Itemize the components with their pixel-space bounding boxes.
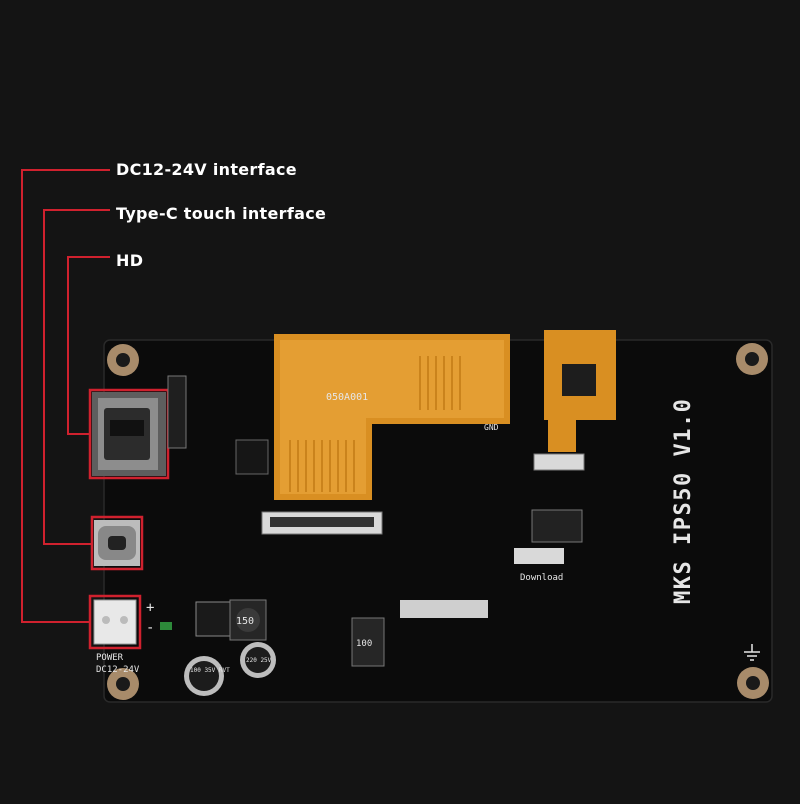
- touch-fpc-connector: [533, 453, 585, 471]
- inductor-2-label: 100: [356, 639, 372, 649]
- inductor: [351, 617, 385, 667]
- ic-chip: [235, 439, 269, 475]
- dc-interface-label: DC12-24V interface: [116, 160, 297, 179]
- hd-callout-line: [67, 256, 110, 435]
- typec-callout-line: [43, 209, 110, 545]
- board-model-label: MKS IPS50 V1.0: [671, 398, 696, 604]
- power-led: [160, 622, 172, 630]
- touch-controller-chip: [562, 364, 596, 396]
- type-c-port: [94, 520, 140, 566]
- type-c-interface-label: Type-C touch interface: [116, 204, 327, 223]
- silk-power: POWER: [96, 653, 124, 663]
- dc-callout-line: [21, 169, 110, 623]
- resistor-array: [400, 600, 488, 618]
- ic-chip: [531, 509, 583, 543]
- display-fpc-ribbon: 050A001: [274, 334, 510, 500]
- hd-interface-label: HD: [116, 251, 144, 270]
- silk-download: Download: [520, 573, 563, 583]
- download-button: [514, 548, 564, 564]
- fpc-code-label: 050A001: [326, 392, 368, 403]
- mount-hole-bottom-right: [737, 667, 769, 699]
- fpc-connector-slot: [270, 517, 374, 527]
- power-connector: [93, 599, 137, 645]
- capacitor: [184, 656, 224, 696]
- ic-chip: [195, 601, 231, 637]
- capacitor-1-label: 100 35V RVT: [190, 667, 230, 674]
- mount-hole-bottom-left: [107, 668, 139, 700]
- silk-minus: -: [146, 620, 154, 636]
- ground-icon: [744, 644, 760, 661]
- mount-hole-top-right: [736, 343, 768, 375]
- capacitor: [240, 642, 276, 678]
- hdmi-port: [92, 392, 166, 476]
- inductor-label: 150: [236, 616, 254, 627]
- mount-hole-top-left: [107, 344, 139, 376]
- pin-header: [167, 375, 187, 449]
- silk-plus: +: [146, 600, 154, 616]
- silk-gnd: GND: [484, 423, 499, 432]
- capacitor-2-label: 220 25V: [246, 657, 272, 664]
- silk-dc: DC12-24V: [96, 665, 140, 675]
- touch-fpc-ribbon: [544, 330, 616, 452]
